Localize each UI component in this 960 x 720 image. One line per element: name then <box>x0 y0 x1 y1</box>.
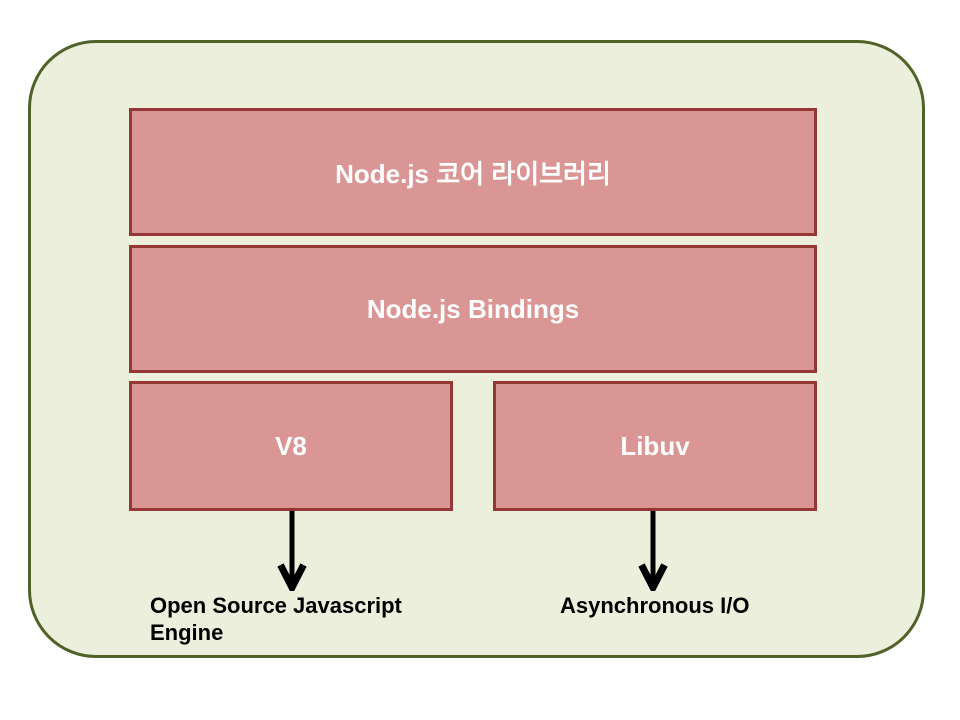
arrow-head <box>638 563 668 591</box>
box-libuv: Libuv <box>493 381 817 511</box>
libuv-arrow-down-icon <box>638 511 668 591</box>
box-nodejs-core-library-label: Node.js 코어 라이브러리 <box>335 158 611 189</box>
box-nodejs-bindings-label: Node.js Bindings <box>366 293 580 324</box>
arrow-head <box>277 563 307 591</box>
v8-arrow-down-icon <box>277 511 307 591</box>
box-libuv-label: Libuv <box>620 430 690 461</box>
annotation-async-io: Asynchronous I/O <box>560 593 750 618</box>
box-nodejs-core-library: Node.js 코어 라이브러리 <box>129 108 817 236</box>
box-v8: V8 <box>129 381 453 511</box>
box-v8-label: V8 <box>275 430 307 461</box>
box-nodejs-bindings: Node.js Bindings <box>129 245 817 373</box>
annotation-v8-engine: Open Source Javascript Engine <box>150 593 402 645</box>
